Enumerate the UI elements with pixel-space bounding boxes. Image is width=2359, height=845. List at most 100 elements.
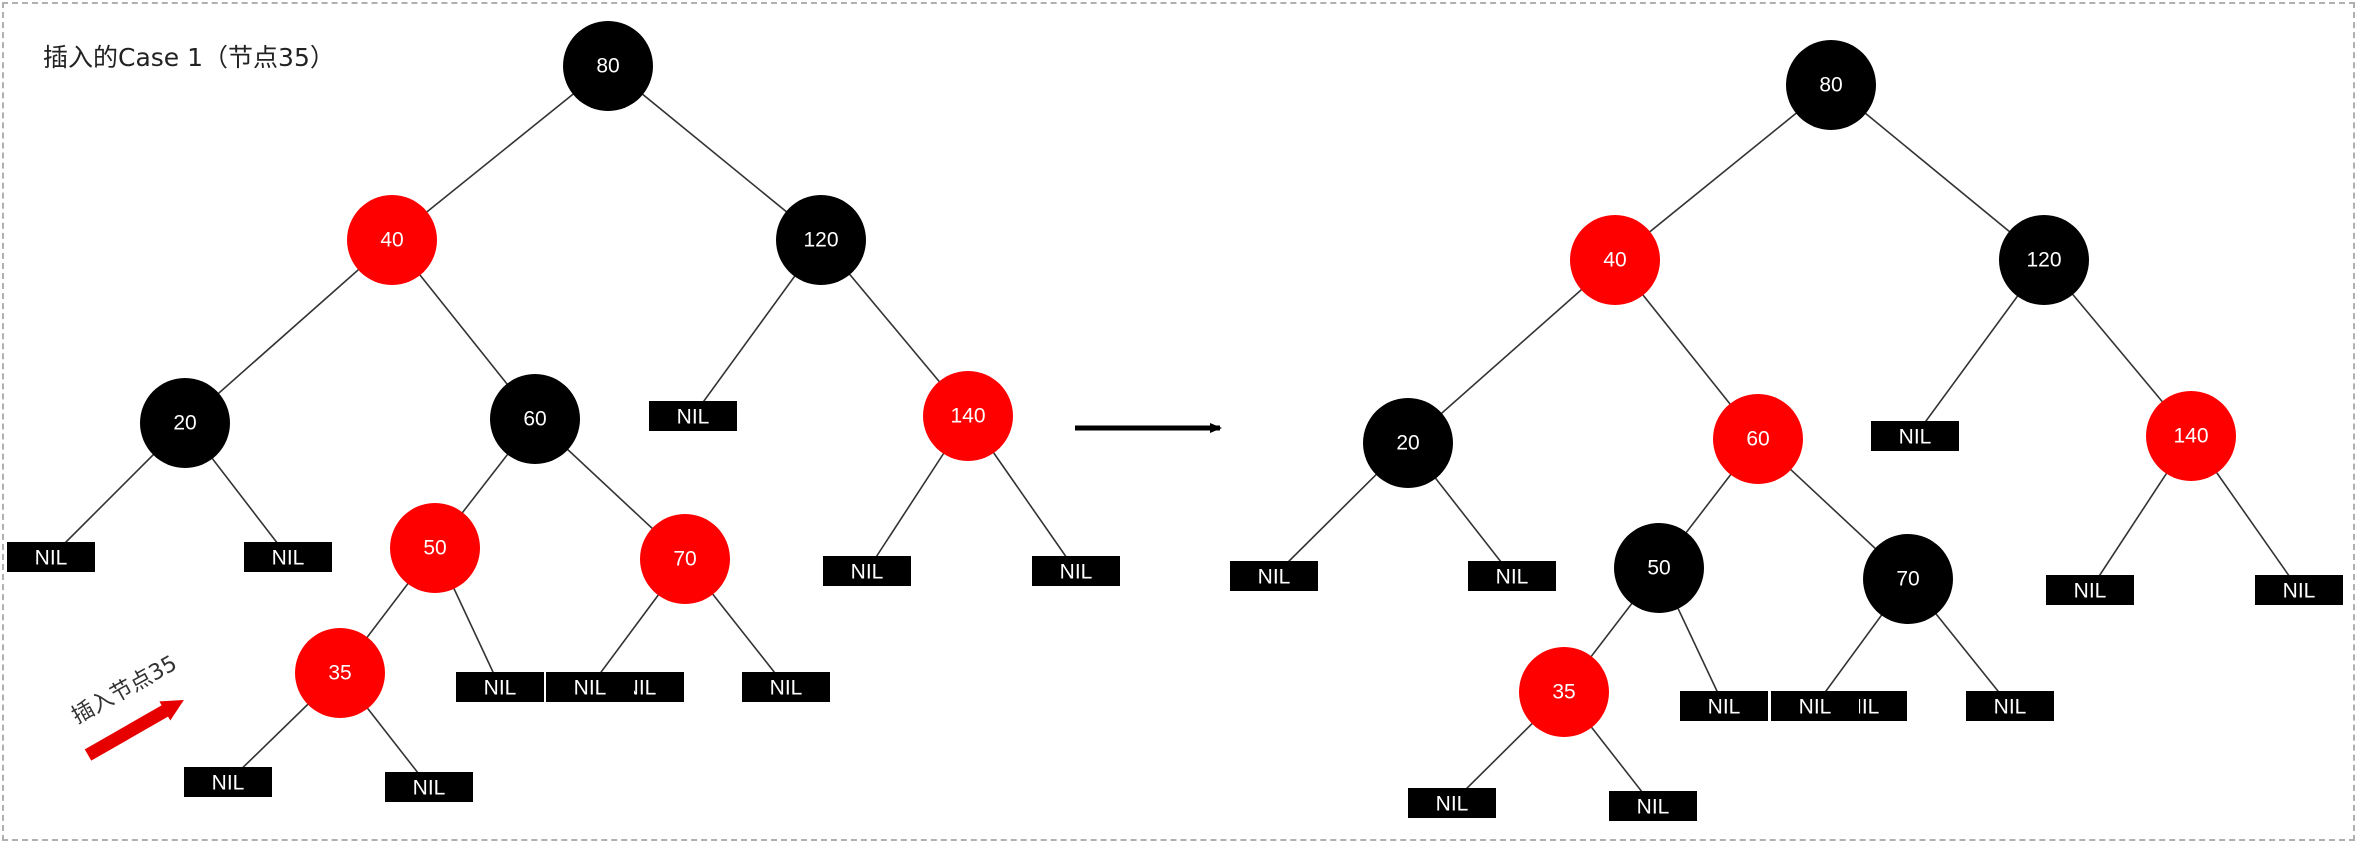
nil-leaf: NIL (2046, 575, 2134, 605)
nil-leaves: NIL NIL NIL NIL NIL NIL NIL NIL NIL NIL NIL NIL NIL N… (7, 401, 2343, 821)
nil-leaf: NIL (385, 772, 473, 802)
nil-label: NIL (1258, 566, 1291, 589)
node-value: 70 (673, 548, 696, 571)
nil-box (7, 542, 95, 572)
tree-edges (50, 65, 2300, 807)
node-circle (923, 371, 1013, 461)
tree-node-60: 60 (1713, 394, 1803, 484)
nil-leaf: NIL (546, 672, 634, 702)
nil-label: NIL (1994, 696, 2027, 719)
tree-node-35: 35 (1519, 647, 1609, 737)
nil-leaf: NIL (1871, 421, 1959, 451)
tree-node-80: 80 (563, 21, 653, 111)
node-circle (1999, 215, 2089, 305)
nil-leaf: NIL (456, 672, 544, 702)
nil-box (742, 672, 830, 702)
node-circle (140, 378, 230, 468)
nil-box (1032, 556, 1120, 586)
node-circle (1786, 40, 1876, 130)
node-circle (1363, 398, 1453, 488)
node-value: 140 (950, 405, 985, 428)
nil-box (1408, 788, 1496, 818)
nil-leaf: NIL (1771, 691, 1859, 721)
nil-leaf: NIL (1032, 556, 1120, 586)
nil-box (184, 767, 272, 797)
node-circle (1713, 394, 1803, 484)
node-value: 50 (423, 537, 446, 560)
node-value: 60 (1746, 428, 1769, 451)
node-circle (1570, 215, 1660, 305)
tree-node-140: 140 (2146, 391, 2236, 481)
nil-box (1966, 691, 2054, 721)
node-circle (776, 195, 866, 285)
node-value: 40 (380, 229, 403, 252)
nil-box (244, 542, 332, 572)
nil-label: NIL (2074, 580, 2107, 603)
nil-box (385, 772, 473, 802)
nil-box (1468, 561, 1556, 591)
node-value: 35 (1552, 681, 1575, 704)
diagram-title: 插入的Case 1（节点35） (43, 43, 335, 72)
node-circle (563, 21, 653, 111)
node-circle (640, 514, 730, 604)
tree-node-50: 50 (1614, 523, 1704, 613)
tree-node-120: 120 (1999, 215, 2089, 305)
nil-leaf: NIL (1609, 791, 1697, 821)
tree-edge (1407, 259, 1616, 444)
nil-label: NIL (1899, 426, 1932, 449)
nil-box (1680, 691, 1768, 721)
nil-label: NIL (1060, 561, 1093, 584)
node-circle (1519, 647, 1609, 737)
nil-leaf: NIL (184, 767, 272, 797)
tree-node-120: 120 (776, 195, 866, 285)
nil-box (1771, 691, 1859, 721)
nil-leaf: NIL (1408, 788, 1496, 818)
nil-label: NIL (484, 677, 517, 700)
node-circle (347, 195, 437, 285)
nil-leaf: NIL (7, 542, 95, 572)
tree-edge (1830, 84, 2045, 261)
nil-leaf: NIL (742, 672, 830, 702)
node-value: 35 (328, 662, 351, 685)
node-value: 20 (1396, 432, 1419, 455)
node-value: 140 (2173, 425, 2208, 448)
tree-node-60: 60 (490, 374, 580, 464)
node-value: 80 (596, 55, 619, 78)
tree-node-50: 50 (390, 503, 480, 593)
insert-arrow (84, 700, 184, 761)
nil-box (456, 672, 544, 702)
node-value: 20 (173, 412, 196, 435)
tree-node-35: 35 (295, 628, 385, 718)
nil-leaf: NIL (1468, 561, 1556, 591)
nil-label: NIL (413, 777, 446, 800)
nil-box (2046, 575, 2134, 605)
nil-label: NIL (35, 547, 68, 570)
nil-box (1871, 421, 1959, 451)
nil-label: NIL (574, 677, 607, 700)
nil-label: NIL (1637, 796, 1670, 819)
node-circle (1614, 523, 1704, 613)
tree-node-40: 40 (1570, 215, 1660, 305)
nil-label: NIL (1436, 793, 1469, 816)
tree-node-70: 70 (640, 514, 730, 604)
nil-leaf: NIL (649, 401, 737, 431)
tree-edge (184, 239, 393, 424)
nil-leaf: NIL (1680, 691, 1768, 721)
node-circle (490, 374, 580, 464)
node-value: 40 (1603, 249, 1626, 272)
nil-box (823, 556, 911, 586)
nil-leaf: NIL (1966, 691, 2054, 721)
tree-node-20: 20 (140, 378, 230, 468)
node-value: 120 (2026, 249, 2061, 272)
nil-label: NIL (1708, 696, 1741, 719)
tree-node-80: 80 (1786, 40, 1876, 130)
nil-label: NIL (677, 406, 710, 429)
node-circle (2146, 391, 2236, 481)
node-circle (1863, 534, 1953, 624)
tree-edge (391, 65, 609, 241)
nil-label: NIL (1496, 566, 1529, 589)
tree-node-20: 20 (1363, 398, 1453, 488)
node-circle (295, 628, 385, 718)
